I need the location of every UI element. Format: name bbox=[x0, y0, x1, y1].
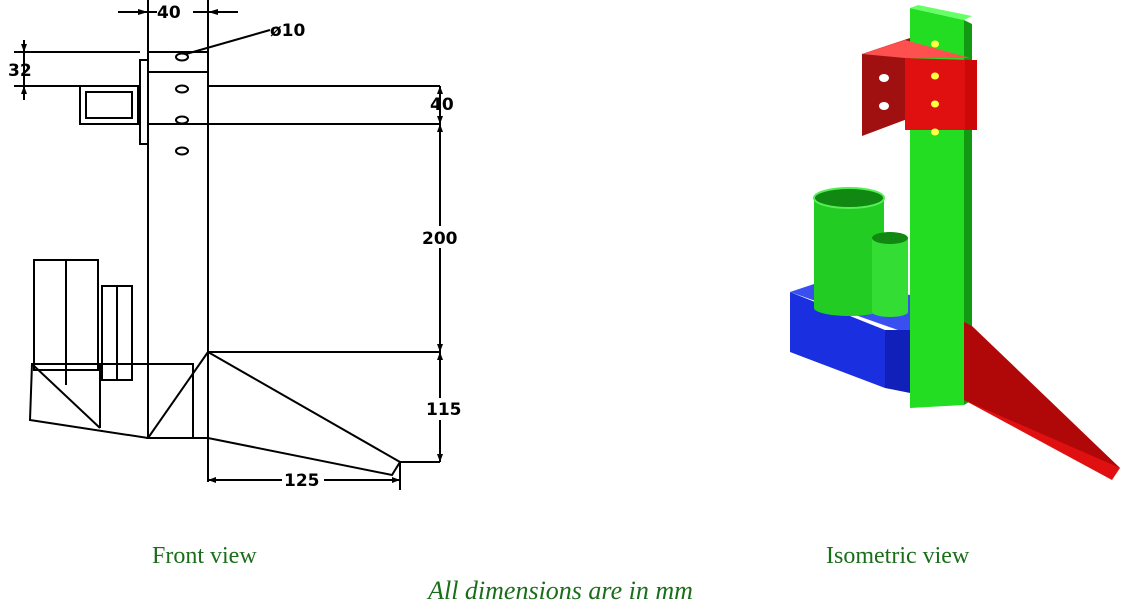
hole-1 bbox=[175, 52, 189, 62]
dim-text-32: 32 bbox=[8, 61, 32, 81]
tube-small-bottom bbox=[872, 307, 908, 317]
shank-hole-3 bbox=[931, 100, 939, 108]
front-view bbox=[14, 0, 441, 490]
tube-large-rim bbox=[813, 187, 885, 209]
tube-small-body bbox=[872, 238, 908, 312]
shank-hole-1 bbox=[931, 40, 939, 48]
dim-text-115: 115 bbox=[426, 400, 462, 420]
clamp-box-inner bbox=[85, 91, 133, 119]
clamp-box-outer bbox=[79, 85, 139, 125]
dim-text-125: 125 bbox=[284, 471, 320, 491]
tube-large-bottom bbox=[814, 300, 884, 316]
isometric-view bbox=[790, 5, 1120, 480]
hole-2 bbox=[175, 84, 189, 94]
hole-4 bbox=[175, 146, 189, 156]
shank-hole-2 bbox=[931, 72, 939, 80]
leader-diameter bbox=[185, 29, 271, 55]
tube-small-top bbox=[872, 232, 908, 244]
shank-top bbox=[910, 5, 972, 20]
units-note: All dimensions are in mm bbox=[428, 576, 693, 605]
base-block-front bbox=[790, 292, 885, 388]
dim-text-diameter: ø10 bbox=[270, 21, 306, 41]
clamp-plate bbox=[139, 59, 149, 145]
clamp-hole-2 bbox=[879, 102, 889, 110]
dim-text-40-right: 40 bbox=[430, 95, 454, 115]
clamp-hole-1 bbox=[879, 74, 889, 82]
dim-text-200: 200 bbox=[422, 229, 458, 249]
tube-large-top bbox=[814, 188, 884, 208]
isometric-view-caption: Isometric view bbox=[826, 543, 970, 569]
blade-side bbox=[964, 322, 1120, 468]
clamp-top bbox=[862, 40, 970, 58]
base-block-front bbox=[28, 363, 194, 439]
clamp-front-plate bbox=[905, 58, 975, 130]
hole-3 bbox=[175, 115, 189, 125]
arrowheads bbox=[21, 9, 443, 483]
front-view-caption: Front view bbox=[152, 543, 257, 569]
base-block-line-2 bbox=[31, 363, 101, 429]
clamp-back-plate bbox=[862, 38, 910, 136]
dim-text-40-top: 40 bbox=[157, 3, 181, 23]
blade-front bbox=[146, 350, 402, 477]
shank-hole-4 bbox=[931, 128, 939, 136]
clamp-right-plate bbox=[965, 60, 977, 130]
